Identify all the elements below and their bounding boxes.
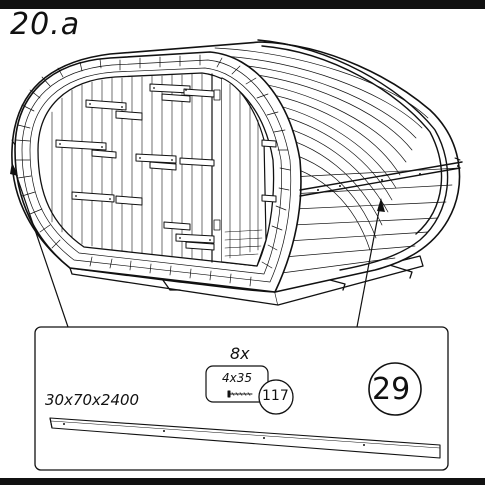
top-rule xyxy=(0,0,485,9)
rim-staves xyxy=(15,54,292,287)
batten-screws xyxy=(59,87,211,241)
plank-dimensions-label: 30x70x2400 xyxy=(45,391,140,409)
screw-size-label: 4x35 xyxy=(222,371,253,385)
bottom-rule xyxy=(0,478,485,485)
end-wall xyxy=(37,72,275,267)
wall-battens xyxy=(55,83,277,251)
leader-lines xyxy=(13,167,381,328)
leader-arrows xyxy=(10,162,385,212)
shell-staves xyxy=(214,47,461,275)
band-screws xyxy=(317,165,459,191)
screw-ref-circle xyxy=(258,379,294,415)
part-number-circle xyxy=(368,362,422,416)
door-opening xyxy=(211,73,267,267)
plank-screw-holes xyxy=(63,423,365,446)
step-title: 20.a xyxy=(10,7,81,42)
edge-tick-marks xyxy=(11,139,461,161)
screw-ref-label: 117 xyxy=(262,388,289,404)
part-number-label: 29 xyxy=(372,372,411,407)
tension-bands xyxy=(257,39,463,271)
screw-icon xyxy=(227,390,253,398)
plank-icon xyxy=(49,417,441,459)
quantity-label: 8x xyxy=(230,344,250,363)
